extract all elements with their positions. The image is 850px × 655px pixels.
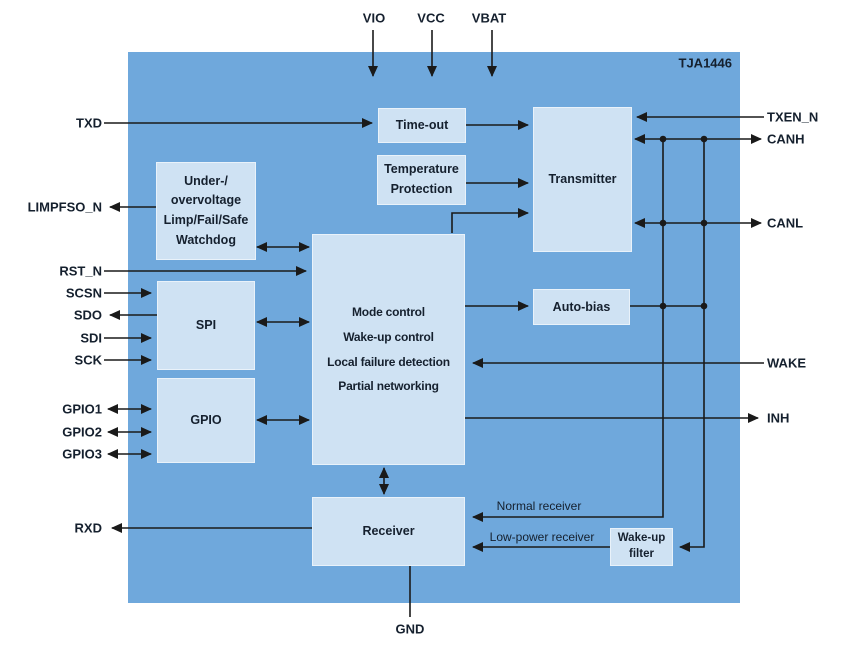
pin-label-sck: SCK — [74, 352, 102, 368]
block-auto-bias: Auto-bias — [533, 289, 630, 325]
pin-label-inh: INH — [767, 410, 790, 426]
pin-label-canh: CANH — [767, 131, 805, 147]
block-mode-control: Mode control Wake-up control Local failu… — [312, 234, 465, 465]
pin-label-rst: RST_N — [59, 263, 102, 279]
annotation-low-power-receiver: Low-power receiver — [489, 530, 595, 544]
pin-label-txd: TXD — [76, 115, 102, 131]
pin-label-txen: TXEN_N — [767, 109, 819, 125]
block-spi: SPI — [157, 281, 255, 370]
wire-mode-transmitter — [451, 208, 529, 233]
block-receiver: Receiver — [312, 497, 465, 566]
pin-label-limpfso: LIMPFSO_N — [27, 199, 102, 215]
block-transmitter: Transmitter — [533, 107, 632, 252]
pin-label-vcc: VCC — [417, 10, 445, 26]
pin-label-gpio1: GPIO1 — [62, 401, 102, 417]
junction-dots — [659, 135, 708, 310]
pin-label-sdi: SDI — [80, 330, 102, 346]
pin-label-vio: VIO — [362, 10, 386, 26]
pin-label-gnd: GND — [395, 621, 425, 637]
wire-normal-receiver — [472, 139, 664, 522]
pin-label-wake: WAKE — [767, 355, 806, 371]
pin-label-gpio3: GPIO3 — [62, 446, 102, 462]
wire-bus-wakeup-filter — [679, 139, 705, 552]
block-gpio: GPIO — [157, 378, 255, 463]
pin-label-scsn: SCSN — [65, 285, 102, 301]
pin-label-canl: CANL — [767, 215, 804, 231]
pin-label-sdo: SDO — [73, 307, 102, 323]
block-supervisor: Under-/ overvoltage Limp/Fail/Safe Watch… — [156, 162, 256, 260]
block-timeout: Time-out — [378, 108, 466, 143]
block-temperature-protection: Temperature Protection — [377, 155, 466, 205]
block-wakeup-filter: Wake-up filter — [610, 528, 673, 566]
pin-label-gpio2: GPIO2 — [62, 424, 102, 440]
pin-label-rxd: RXD — [74, 520, 102, 536]
annotation-normal-receiver: Normal receiver — [496, 499, 582, 513]
part-number-label: TJA1446 — [678, 55, 732, 71]
pin-label-vbat: VBAT — [471, 10, 507, 26]
